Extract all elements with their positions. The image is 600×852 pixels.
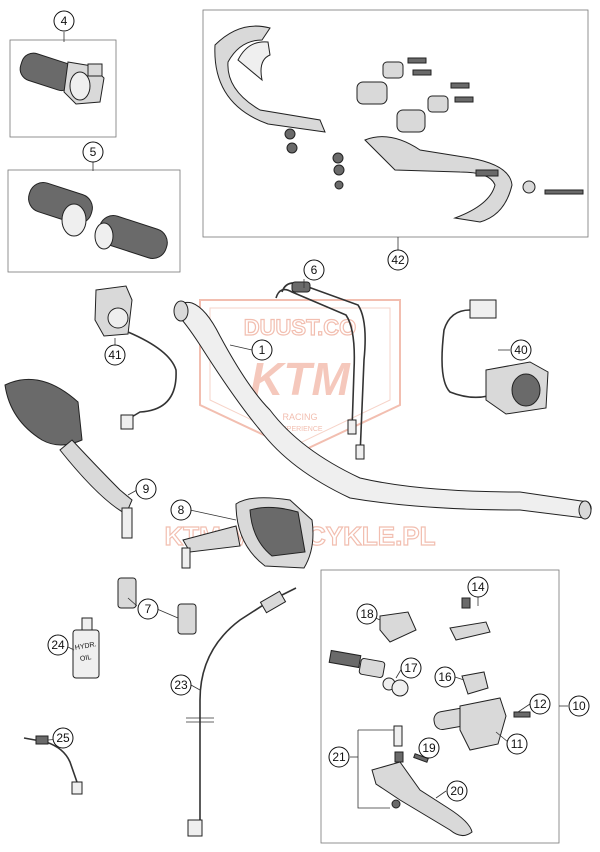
callout-41-label: 41	[108, 348, 122, 362]
callout-6-label: 6	[311, 263, 318, 277]
left-mirror-part	[4, 378, 133, 539]
callout-11: 11	[506, 733, 528, 755]
handlebar-part	[173, 300, 592, 520]
callout-4-label: 4	[61, 14, 68, 28]
callout-5-label: 5	[90, 145, 97, 159]
callout-42: 42	[387, 249, 409, 271]
watermark-tagline-1: RACING	[282, 412, 317, 422]
right-mirror-part	[181, 497, 314, 569]
callout-18-label: 18	[360, 607, 374, 621]
callout-19-label: 19	[422, 741, 436, 755]
callout-9: 9	[135, 478, 157, 500]
box-handguard-42	[202, 9, 589, 238]
callout-25-label: 25	[56, 731, 70, 745]
throttle-grip-part	[19, 52, 105, 105]
brake-light-switch-part	[23, 735, 83, 795]
callout-21-label: 21	[332, 750, 346, 764]
callout-5: 5	[82, 141, 104, 163]
callout-16-label: 16	[438, 670, 452, 684]
callout-1-label: 1	[259, 343, 266, 357]
mirror-adapter-part	[117, 577, 197, 635]
callout-25: 25	[52, 727, 74, 749]
box-grip-4	[9, 39, 117, 138]
callout-21: 21	[328, 746, 350, 768]
callout-42-label: 42	[391, 253, 405, 267]
callout-17-label: 17	[404, 661, 418, 675]
grip-set-part	[28, 181, 168, 259]
hydraulic-oil-bottle-part: HYDR. OIL	[72, 617, 100, 679]
callout-12-label: 12	[533, 697, 547, 711]
handguard-part	[214, 25, 584, 223]
callout-20-label: 20	[450, 784, 464, 798]
callout-11-label: 11	[511, 737, 524, 751]
callout-18: 18	[356, 603, 378, 625]
watermark-brand-text: KTM	[250, 353, 351, 405]
callout-41: 41	[104, 344, 126, 366]
callout-12: 12	[529, 693, 551, 715]
callout-23: 23	[170, 674, 192, 696]
callout-10: 10	[568, 695, 590, 717]
callout-24: 24	[47, 634, 69, 656]
watermark-site-text: DUUST.CO	[244, 315, 356, 340]
throttle-cables-part	[275, 281, 366, 460]
brake-master-cylinder-part	[328, 597, 531, 836]
watermark-tagline-2: EXPERIENCE	[277, 426, 322, 433]
callout-20: 20	[446, 780, 468, 802]
callout-19: 19	[418, 737, 440, 759]
bottle-label-line1: HYDR.	[74, 641, 97, 652]
callout-24-label: 24	[51, 638, 65, 652]
clutch-line-part	[186, 587, 297, 837]
callout-1: 1	[251, 339, 273, 361]
right-switch-part	[441, 299, 549, 415]
bottle-label-line2: OIL	[80, 654, 92, 663]
callout-16: 16	[434, 666, 456, 688]
callout-7: 7	[137, 598, 159, 620]
callout-8-label: 8	[178, 503, 185, 517]
left-switch-part	[94, 285, 177, 430]
callout-9-label: 9	[143, 482, 150, 496]
callout-17: 17	[400, 657, 422, 679]
callout-14-label: 14	[471, 580, 485, 594]
callout-8: 8	[170, 499, 192, 521]
callout-40: 40	[510, 339, 532, 361]
callout-40-label: 40	[514, 343, 528, 357]
box-brake-10	[320, 569, 560, 844]
callout-10-label: 10	[572, 699, 586, 713]
callout-14: 14	[467, 576, 489, 598]
box-grip-5	[7, 169, 181, 273]
callout-6: 6	[303, 259, 325, 281]
callout-4: 4	[53, 10, 75, 32]
callout-7-label: 7	[145, 602, 152, 616]
callout-23-label: 23	[174, 678, 188, 692]
